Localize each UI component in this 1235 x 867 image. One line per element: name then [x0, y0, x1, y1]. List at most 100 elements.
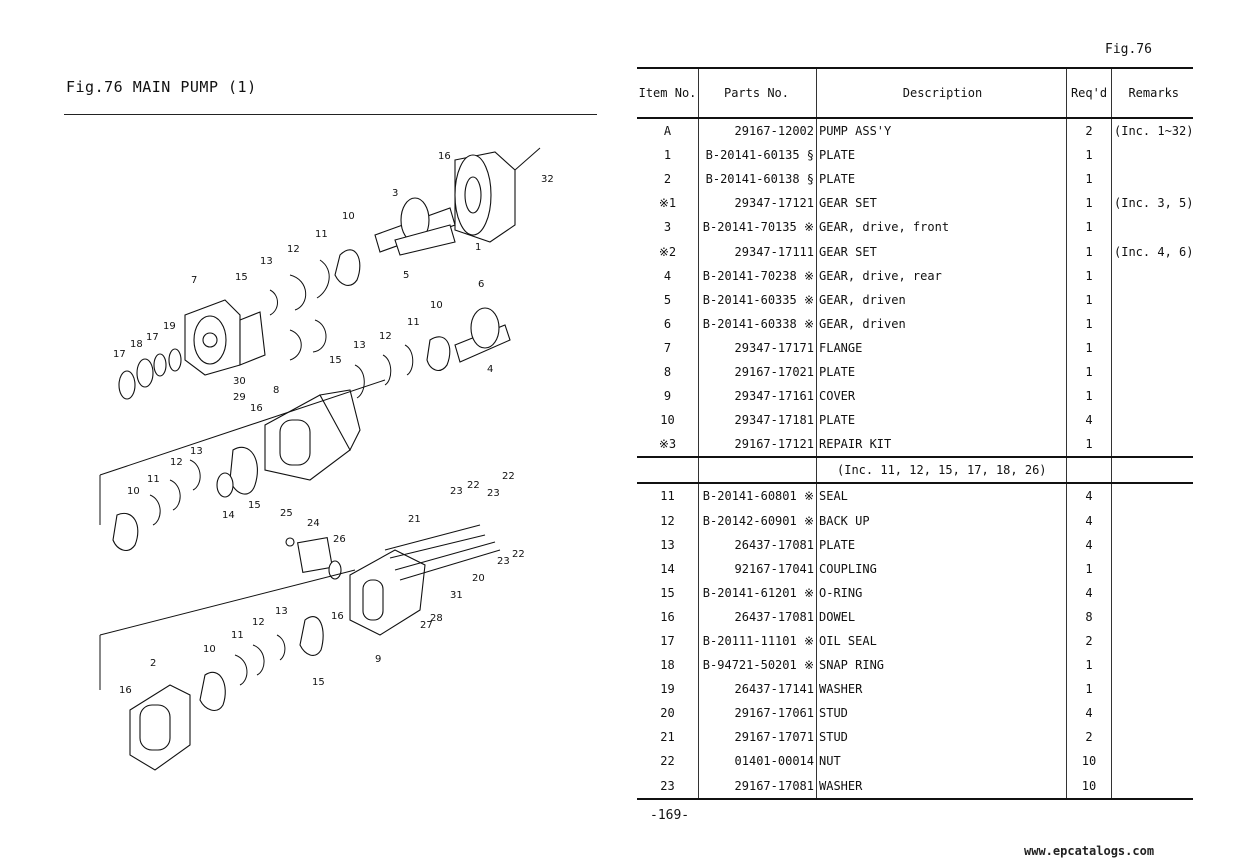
cell-reqd: 1: [1066, 556, 1112, 581]
callout-17b: 17: [113, 349, 126, 360]
callout-22a: 22: [467, 480, 480, 491]
cell-parts-no: 29347-17161: [698, 384, 817, 409]
callout-15d: 15: [312, 677, 325, 688]
cell-remarks: [1111, 604, 1194, 629]
cell-parts-no: B-20141-60138 §: [698, 167, 817, 192]
cell-parts-no: 29347-17111: [698, 239, 817, 264]
exploded-parts-diagram: 16 32 3 1 10 11 12 13 5 7 15 6 10 11 12 …: [99, 147, 554, 771]
cell-remarks: (Inc. 1~32): [1111, 118, 1194, 144]
callout-11b: 11: [407, 317, 420, 328]
cell-reqd: 2: [1066, 118, 1112, 144]
cell-reqd: 1: [1066, 359, 1112, 385]
cell-reqd: 4: [1066, 532, 1112, 557]
figure-title: Fig.76 MAIN PUMP (1): [66, 78, 257, 96]
cell-description: O-RING: [816, 580, 1067, 605]
cell-reqd: 1: [1066, 311, 1112, 336]
callout-5: 5: [403, 270, 409, 281]
housing-2-drawing: [129, 684, 191, 771]
callout-23a: 23: [450, 486, 463, 497]
cell-item-no: 13: [660, 537, 675, 552]
cell-remarks: [1111, 628, 1194, 654]
col-header-parts-no: Parts No.: [698, 67, 817, 119]
callout-25: 25: [280, 508, 293, 519]
cell-description: GEAR, drive, rear: [816, 263, 1067, 288]
callout-13d: 13: [275, 606, 288, 617]
cell-description: WASHER: [816, 677, 1067, 702]
cell-item-no: 20: [660, 706, 675, 721]
cell-description: COVER: [816, 384, 1067, 409]
cell-description: GEAR SET: [816, 239, 1067, 264]
cell-reqd: 1: [1066, 239, 1112, 264]
cell-reqd: 4: [1066, 483, 1112, 509]
cell-remarks: [1111, 508, 1194, 533]
callout-29: 29: [233, 392, 246, 403]
cell-reqd: 1: [1066, 143, 1112, 168]
cell-item-no: 6: [663, 316, 672, 331]
callout-8: 8: [273, 385, 279, 396]
cell-description: COUPLING: [816, 556, 1067, 581]
plate-8-body-drawing: [264, 389, 361, 481]
callout-16a: 16: [438, 151, 451, 162]
cover-9-drawing: [349, 549, 426, 636]
cell-item-no: 18: [660, 658, 675, 673]
cell-remarks: [1111, 359, 1194, 385]
cell-reqd: 4: [1066, 408, 1112, 433]
cell-reqd: 1: [1066, 653, 1112, 678]
callout-26: 26: [333, 534, 346, 545]
cell-reqd: 1: [1066, 167, 1112, 192]
cell-item-no: 5: [663, 292, 672, 307]
cell-remarks: [1111, 143, 1194, 168]
cell-remarks: [1111, 701, 1194, 726]
callout-10b: 10: [430, 300, 443, 311]
cell-parts-no: B-20111-11101 ※: [698, 628, 817, 654]
cell-parts-no: B-20141-61201 ※: [698, 580, 817, 605]
gear-set-front-drawing: [374, 197, 456, 256]
cell-item-no: ※1: [658, 196, 677, 211]
cell-remarks: [1111, 335, 1194, 360]
callout-6: 6: [478, 279, 484, 290]
cell-reqd: 2: [1066, 628, 1112, 654]
cell-parts-no: 29347-17171: [698, 335, 817, 360]
cell-reqd: 1: [1066, 677, 1112, 702]
callout-7: 7: [191, 275, 197, 286]
cell-description: DOWEL: [816, 604, 1067, 629]
callout-12c: 12: [170, 457, 183, 468]
cell-description: PLATE: [816, 167, 1067, 192]
cell-remarks: [1111, 556, 1194, 581]
cell-reqd: 1: [1066, 263, 1112, 288]
cell-parts-no: 29167-17071: [698, 725, 817, 750]
cell-parts-no: 29347-17121: [698, 191, 817, 216]
cell-item-no: 16: [660, 609, 675, 624]
cell-remarks: [1111, 167, 1194, 192]
cell-parts-no: 26437-17141: [698, 677, 817, 702]
cell-parts-no: 92167-17041: [698, 556, 817, 581]
callout-23b: 23: [487, 488, 500, 499]
callout-24: 24: [307, 518, 320, 529]
cell-description: STUD: [816, 701, 1067, 726]
cell-remarks: (Inc. 4, 6): [1111, 239, 1194, 264]
callout-16c: 16: [331, 611, 344, 622]
watermark: www.epcatalogs.com: [1024, 844, 1155, 858]
callout-17a: 17: [146, 332, 159, 343]
callout-28: 28: [430, 613, 443, 624]
col-header-item-no: Item No.: [637, 67, 699, 119]
callout-15c: 15: [248, 500, 261, 511]
callout-10d: 10: [203, 644, 216, 655]
repair-kit-note: (Inc. 11, 12, 15, 17, 18, 26): [816, 457, 1067, 485]
table-row-note: (Inc. 11, 12, 15, 17, 18, 26): [637, 457, 1194, 485]
callout-16d: 16: [119, 685, 132, 696]
callout-12d: 12: [252, 617, 265, 628]
gear-set-rear-drawing: [454, 307, 511, 363]
flange-7-drawing: [184, 299, 266, 376]
cell-reqd: 4: [1066, 508, 1112, 533]
cell-item-no: 4: [663, 268, 672, 283]
callout-13c: 13: [190, 446, 203, 457]
cell-remarks: (Inc. 3, 5): [1111, 191, 1194, 216]
